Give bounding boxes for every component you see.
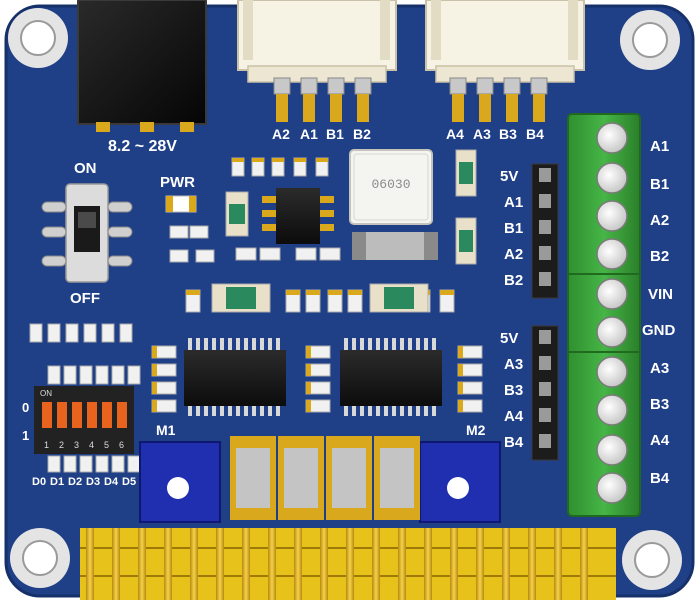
mounting-hole-bottom-left: [10, 528, 70, 588]
terminal-label-2: B1: [650, 176, 670, 193]
dc-power-jack: [77, 0, 207, 132]
screw-terminal-block: [567, 113, 641, 517]
mounting-hole-bottom-right: [622, 530, 682, 590]
pwr-led-label: PWR: [160, 174, 195, 191]
dip-address-d2: D2: [68, 476, 83, 488]
terminal-label-7: A3: [650, 360, 670, 377]
terminal-label-9: A4: [650, 432, 670, 449]
power-inductor: [349, 149, 433, 225]
dip-position-5: 5: [104, 440, 110, 450]
m1-header-pin-1: 5V: [500, 168, 519, 185]
terminal-label-4: B2: [650, 248, 670, 265]
inductor-marking: 06030: [371, 177, 410, 192]
motor-driver-ic-2: [340, 338, 442, 416]
dip-on-mark: ON: [40, 389, 52, 398]
motor-connector-left: [237, 0, 397, 122]
dip-address-d4: D4: [104, 476, 119, 488]
gpio-pin-header: [80, 528, 616, 600]
dip-address-d3: D3: [86, 476, 101, 488]
potentiometer-m2[interactable]: [419, 441, 501, 523]
m1-header-pin-5: B2: [504, 272, 524, 289]
pwr-led: [165, 195, 197, 213]
right-connector-pin-1: A4: [446, 126, 464, 142]
motor-m2-label: M2: [466, 422, 486, 438]
potentiometer-m1[interactable]: [139, 441, 221, 523]
terminal-label-3: A2: [650, 212, 670, 229]
m2-header-pin-2: A3: [504, 356, 524, 373]
m2-header-pin-4: A4: [504, 408, 524, 425]
dip-row-label-0: 0: [22, 400, 30, 415]
dip-row-label-1: 1: [22, 428, 30, 443]
mounting-hole-top-left: [8, 8, 68, 68]
pin-header-m2-channel: [531, 325, 559, 461]
left-connector-pin-2: A1: [300, 126, 318, 142]
terminal-label-1: A1: [650, 138, 670, 155]
m1-header-pin-3: B1: [504, 220, 524, 237]
m1-header-pin-4: A2: [504, 246, 524, 263]
right-connector-pin-2: A3: [473, 126, 491, 142]
dip-address-d0: D0: [32, 476, 47, 488]
power-toggle-switch[interactable]: [41, 183, 133, 283]
motor-m1-label: M1: [156, 422, 176, 438]
m1-header-pin-2: A1: [504, 194, 524, 211]
dip-position-3: 3: [74, 440, 80, 450]
smd-pad-caps: [152, 158, 463, 412]
address-dip-switch[interactable]: [34, 386, 134, 454]
dip-address-d1: D1: [50, 476, 65, 488]
switch-off-label: OFF: [70, 290, 100, 307]
regulator-ic: [262, 188, 334, 244]
dip-position-2: 2: [59, 440, 65, 450]
dip-position-6: 6: [119, 440, 125, 450]
m2-header-pin-5: B4: [504, 434, 524, 451]
mounting-hole-top-right: [620, 10, 680, 70]
m2-header-pin-1: 5V: [500, 330, 519, 347]
terminal-label-10: B4: [650, 470, 670, 487]
terminal-label-5: VIN: [648, 286, 674, 303]
voltage-range-label: 8.2 ~ 28V: [108, 138, 177, 155]
switch-on-label: ON: [74, 160, 97, 177]
m2-header-pin-3: B3: [504, 382, 524, 399]
terminal-label-8: B3: [650, 396, 670, 413]
left-connector-pin-4: B2: [353, 126, 371, 142]
power-diode: [352, 232, 438, 260]
dip-position-1: 1: [44, 440, 50, 450]
motor-connector-right: [425, 0, 585, 122]
motor-driver-ic-1: [184, 338, 286, 416]
left-connector-pin-3: B1: [326, 126, 344, 142]
dip-address-d5: D5: [122, 476, 137, 488]
right-connector-pin-4: B4: [526, 126, 544, 142]
left-connector-pin-1: A2: [272, 126, 290, 142]
terminal-label-6: GND: [642, 322, 676, 339]
sense-resistors: [230, 436, 420, 520]
dip-position-4: 4: [89, 440, 95, 450]
pin-header-m1-channel: [531, 163, 559, 299]
green-capacitors: [211, 149, 477, 313]
right-connector-pin-3: B3: [499, 126, 517, 142]
